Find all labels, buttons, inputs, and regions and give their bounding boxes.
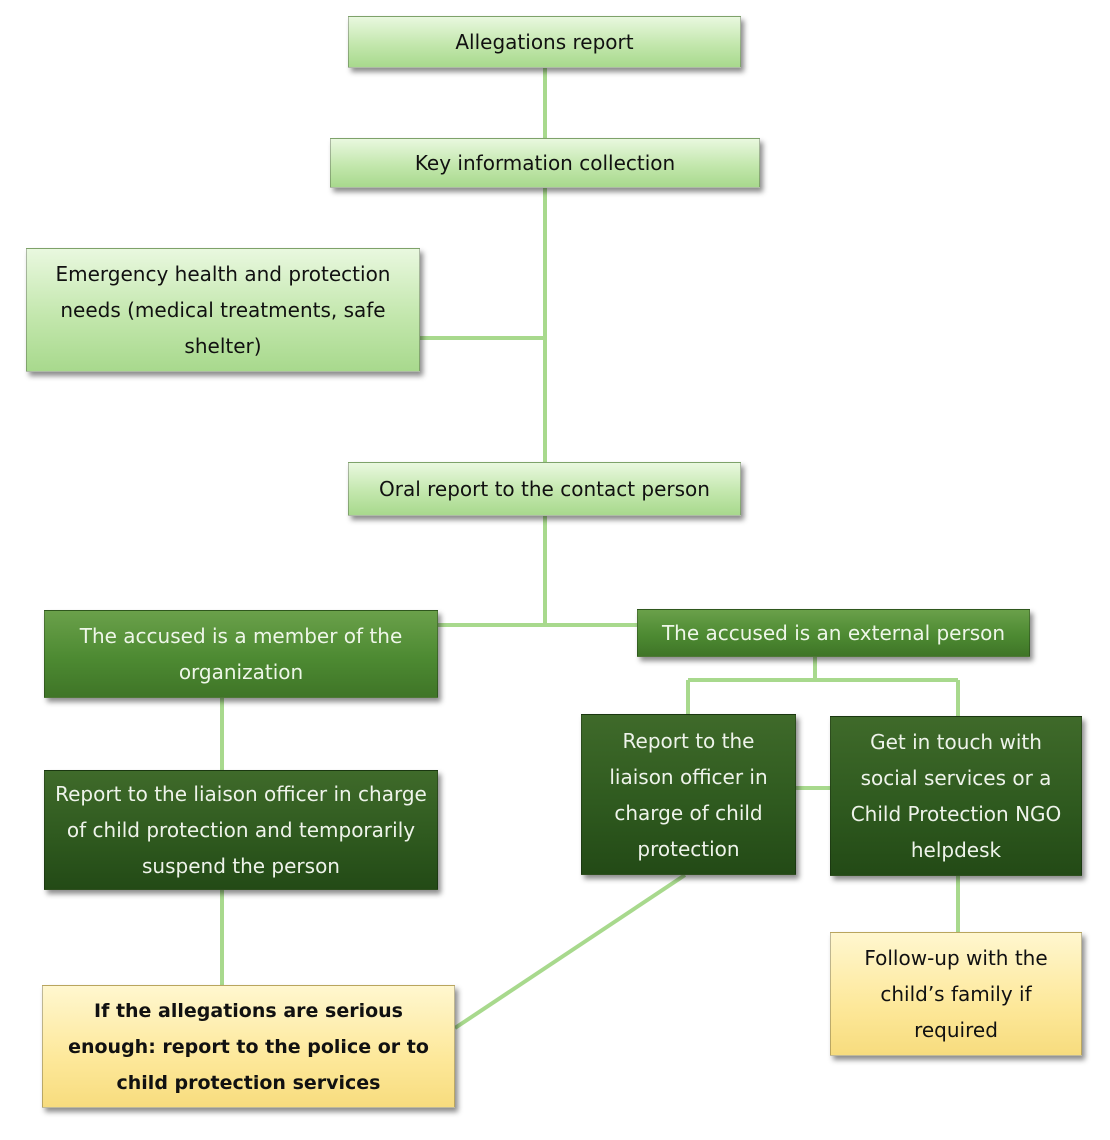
report-liaison-node: Report to the liaison officer in charge …	[581, 714, 796, 875]
report-liaison-label: Report to the liaison officer in charge …	[609, 728, 768, 861]
accused-external-node: The accused is an external person	[637, 609, 1030, 657]
accused-member-label: The accused is a member of the organizat…	[79, 624, 403, 684]
allegations-report-node: Allegations report	[348, 16, 741, 68]
emergency-needs-node: Emergency health and protection needs (m…	[26, 248, 420, 372]
oral-report-label: Oral report to the contact person	[379, 477, 710, 501]
report-liaison-suspend-label: Report to the liaison officer in charge …	[55, 782, 427, 878]
connector-liaison-diagonal	[453, 873, 687, 1030]
follow-up-node: Follow-up with the child’s family if req…	[830, 932, 1082, 1056]
social-services-label: Get in touch with social services or a C…	[850, 730, 1062, 862]
social-services-node: Get in touch with social services or a C…	[830, 716, 1082, 876]
key-information-label: Key information collection	[414, 151, 676, 175]
serious-allegations-label: If the allegations are serious enough: r…	[68, 999, 429, 1094]
follow-up-label: Follow-up with the child’s family if req…	[864, 946, 1048, 1042]
emergency-needs-label: Emergency health and protection needs (m…	[55, 262, 391, 358]
accused-external-label: The accused is an external person	[661, 621, 1006, 645]
allegations-report-label: Allegations report	[455, 30, 634, 54]
serious-allegations-node: If the allegations are serious enough: r…	[42, 985, 455, 1108]
oral-report-node: Oral report to the contact person	[348, 462, 741, 516]
key-information-node: Key information collection	[330, 138, 760, 188]
report-liaison-suspend-node: Report to the liaison officer in charge …	[44, 770, 438, 890]
accused-member-node: The accused is a member of the organizat…	[44, 610, 438, 698]
